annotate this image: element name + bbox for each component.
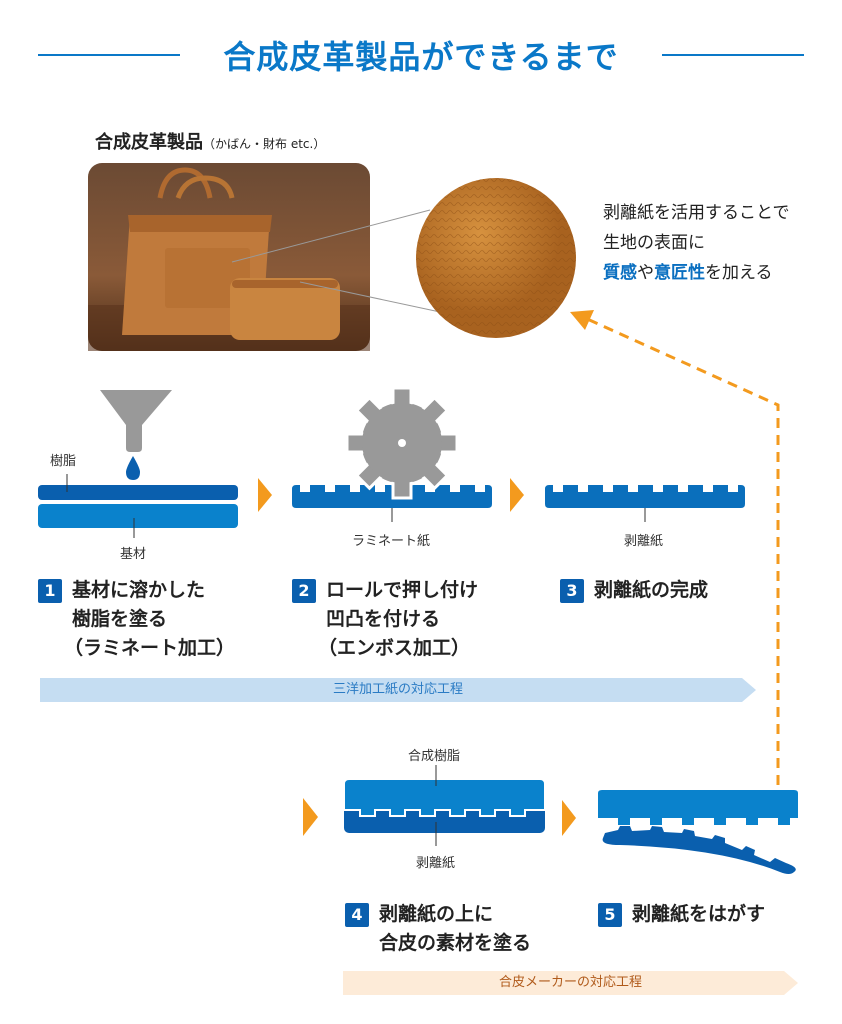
arrow-right-icon [303,798,318,836]
product-heading: 合成皮革製品（かばん・財布 etc.） [95,128,325,154]
title-rule-right [662,54,804,56]
step-2: 2 ロールで押し付け凹凸を付ける （エンボス加工） [292,576,478,663]
step-text: 凹凸を付ける [326,608,441,630]
drop-icon [126,456,140,480]
step2-graphic [292,386,492,522]
emphasis-texture: 質感 [603,263,637,283]
step-3: 3 剥離紙の完成 [560,576,708,605]
step-1: 1 基材に溶かした樹脂を塗る （ラミネート加工） [38,576,235,663]
arrow-head-icon [570,310,594,330]
step-text: 剥離紙の完成 [594,579,709,601]
arrow-right-icon [562,800,576,836]
step-5: 5 剥離紙をはがす [598,900,765,929]
band-maker-process: 合皮メーカーの対応工程 [343,971,798,995]
description-line3: 質感や意匠性を加える [603,258,790,288]
description-text: 剥離紙を活用することで 生地の表面に 質感や意匠性を加える [603,198,790,288]
product-photo [88,163,370,351]
label-release-paper: 剥離紙 [624,534,664,549]
label-base: 基材 [120,547,147,562]
return-dashed-line [584,316,780,785]
gear-icon [345,386,459,500]
title-rule-left [38,54,180,56]
step-text: 剥離紙の上に [379,903,494,925]
arrow-right-icon [510,478,524,512]
product-sublabel: （かばん・財布 etc.） [203,137,326,151]
step5-graphic [598,790,798,874]
step-text: 基材に溶かした [72,579,206,601]
description-mid: や [637,263,654,283]
band-sanyo-process: 三洋加工紙の対応工程 [40,678,756,702]
page-title: 合成皮革製品ができるまで [223,38,619,76]
step-4: 4 剥離紙の上に合皮の素材を塗る [345,900,531,958]
step-text: ロールで押し付け [326,579,479,601]
arrow-right-icon [258,478,272,512]
step-text: 剥離紙をはがす [632,903,766,925]
label-laminate-paper: ラミネート紙 [352,534,431,549]
step-number-badge: 1 [38,579,62,603]
label-resin: 樹脂 [50,454,77,469]
emphasis-design: 意匠性 [654,263,705,283]
leather-texture-closeup [416,178,576,338]
product-label: 合成皮革製品 [95,132,203,153]
description-line2: 生地の表面に [603,233,705,253]
step-text: 樹脂を塗る [72,608,168,630]
description-end: を加える [705,263,773,283]
step4-graphic [343,765,546,846]
step-number-badge: 5 [598,903,622,927]
funnel-icon [100,390,172,452]
step-text: 合皮の素材を塗る [379,932,532,954]
step3-graphic [545,485,745,522]
label-release-paper-2: 剥離紙 [416,856,456,871]
step1-graphic [38,390,238,538]
step-number-badge: 4 [345,903,369,927]
label-synthetic-resin: 合成樹脂 [408,749,461,764]
step-text: （ラミネート加工） [64,637,236,659]
step-number-badge: 3 [560,579,584,603]
description-line1: 剥離紙を活用することで [603,203,790,223]
step-text: （エンボス加工） [318,637,471,659]
step-number-badge: 2 [292,579,316,603]
